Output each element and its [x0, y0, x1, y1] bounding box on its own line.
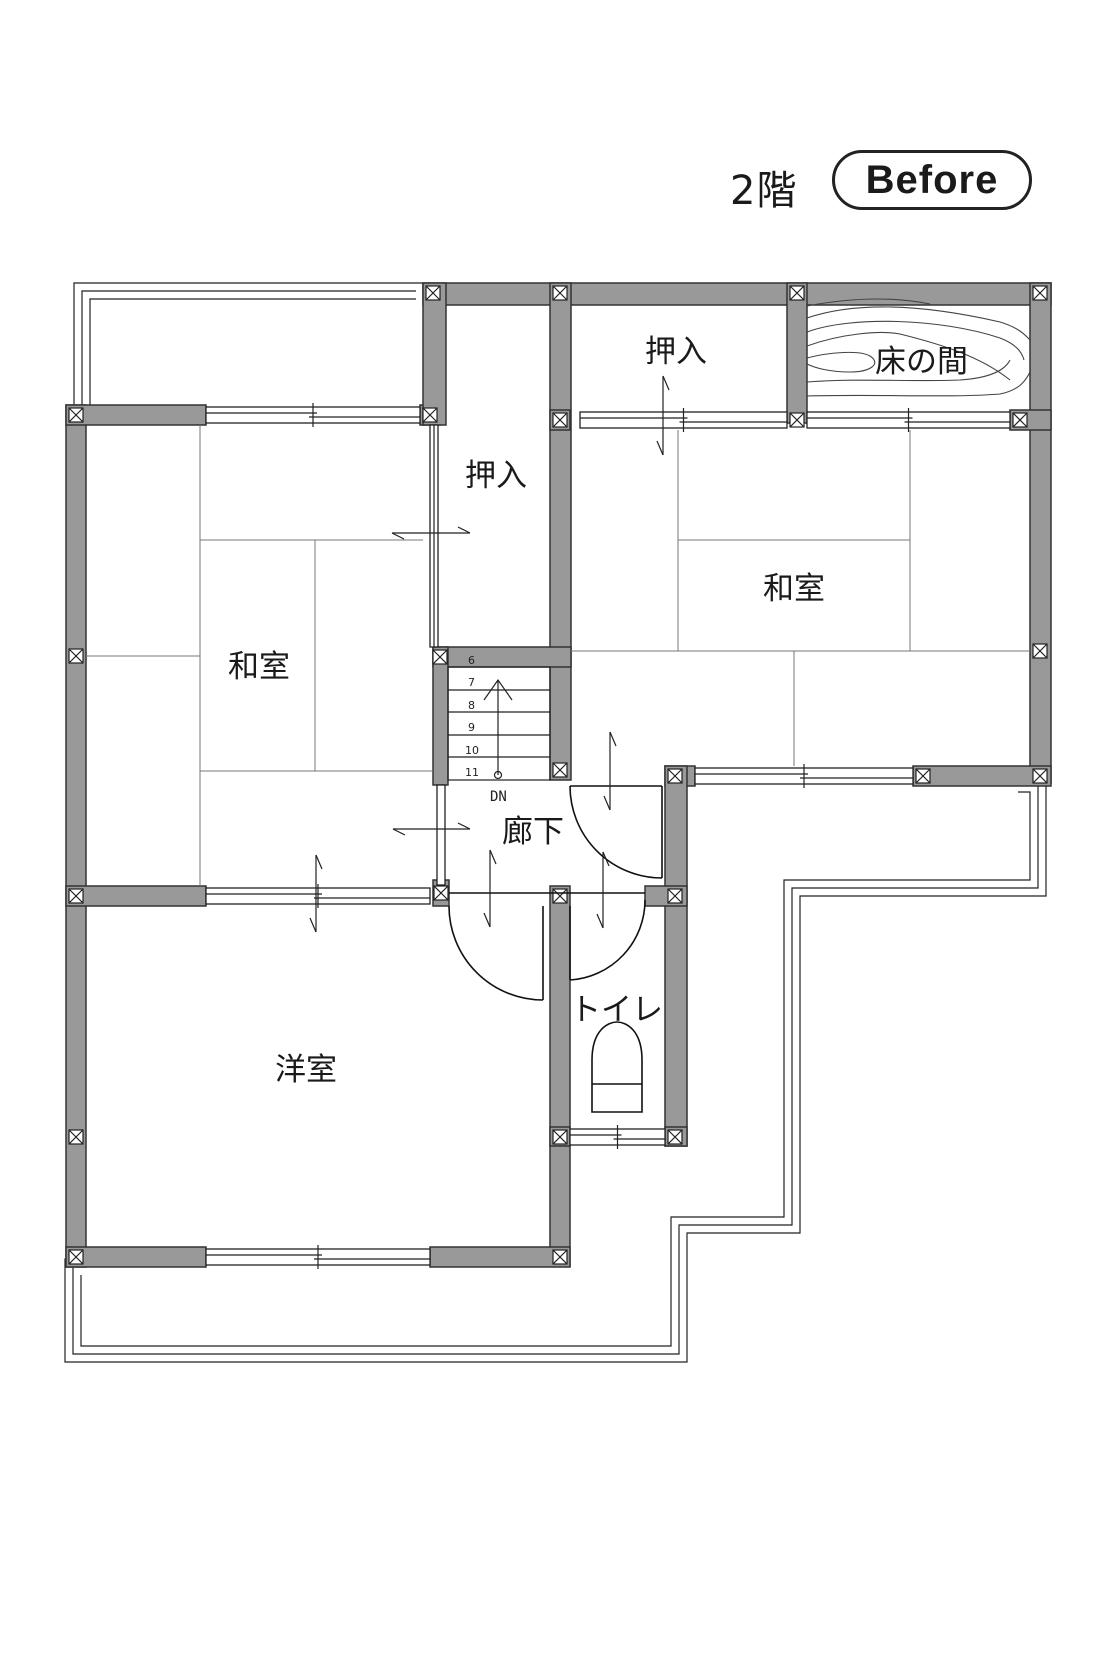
window	[569, 1125, 666, 1149]
sliding-arrow	[603, 731, 617, 811]
room-label-corridor: 廊下	[502, 814, 564, 850]
room-label-oshiire-center: 押入	[465, 458, 527, 494]
windows	[205, 403, 1011, 1269]
structural-post	[432, 649, 448, 665]
window	[205, 884, 431, 908]
room-label-tokonoma: 床の間	[875, 344, 968, 380]
structural-post	[552, 762, 568, 778]
structural-post	[1032, 285, 1048, 301]
tatami-right	[571, 430, 1030, 766]
stairs	[447, 666, 551, 781]
structural-post	[425, 285, 441, 301]
structural-post	[667, 1129, 683, 1145]
structural-post	[552, 1129, 568, 1145]
stair-direction-label: DN	[490, 789, 507, 805]
structural-post	[667, 768, 683, 784]
stair-step-number: 9	[468, 721, 475, 734]
structural-posts	[68, 285, 1048, 1265]
structural-post	[68, 1129, 84, 1145]
structural-post	[552, 888, 568, 904]
stair-step-number: 6	[468, 654, 475, 667]
stair-step-number: 7	[468, 676, 475, 689]
structural-post	[433, 885, 449, 901]
structural-post	[1012, 412, 1028, 428]
window	[579, 408, 788, 432]
sliding-arrow	[391, 526, 471, 540]
stair-step-numbers: 6 7 8 9 10 11 DN	[465, 654, 507, 805]
window	[694, 764, 914, 788]
swing-doors	[448, 785, 663, 1001]
structural-post	[68, 407, 84, 423]
sliding-arrow	[656, 375, 670, 456]
window	[205, 1245, 431, 1269]
structural-post	[552, 1249, 568, 1265]
room-label-toilet: トイレ	[570, 992, 663, 1028]
window	[806, 408, 1011, 432]
room-label-washitsu-left: 和室	[228, 649, 290, 685]
structural-post	[1032, 643, 1048, 659]
tokonoma-wood-grain	[806, 298, 1031, 397]
floor-label: 2階	[730, 168, 798, 214]
structural-post	[422, 407, 438, 423]
room-label-yoshitsu: 洋室	[275, 1052, 337, 1088]
sliding-arrow	[392, 822, 471, 836]
structural-post	[789, 412, 805, 428]
stair-step-number: 8	[468, 699, 475, 712]
stair-step-number: 11	[465, 766, 479, 779]
structural-post	[552, 285, 568, 301]
structural-post	[68, 1249, 84, 1265]
structural-post	[667, 888, 683, 904]
room-label-oshiire-top: 押入	[645, 334, 707, 370]
structural-post	[915, 768, 931, 784]
structural-post	[68, 648, 84, 664]
structural-post	[68, 888, 84, 904]
window	[205, 403, 421, 427]
sliding-arrow	[309, 854, 323, 933]
structural-post	[552, 412, 568, 428]
tatami-left	[86, 425, 433, 886]
stair-step-number: 10	[465, 744, 479, 757]
plan-header: 2階 Before	[730, 150, 1070, 220]
room-label-washitsu-right: 和室	[763, 571, 825, 607]
balcony-right-bottom	[64, 775, 1047, 1363]
sliding-arrow	[483, 849, 497, 928]
structural-post	[1032, 768, 1048, 784]
toilet-fixture	[591, 1021, 643, 1113]
balcony-top-left	[73, 282, 424, 405]
sliding-direction-arrows	[309, 375, 670, 933]
structural-post	[789, 285, 805, 301]
fusuma-sliding-doors	[429, 424, 446, 886]
room-labels: 和室 押入 押入 床の間 和室 廊下 トイレ 洋室	[228, 334, 968, 1088]
before-badge: Before	[832, 150, 1032, 210]
sliding-arrow	[596, 851, 610, 929]
